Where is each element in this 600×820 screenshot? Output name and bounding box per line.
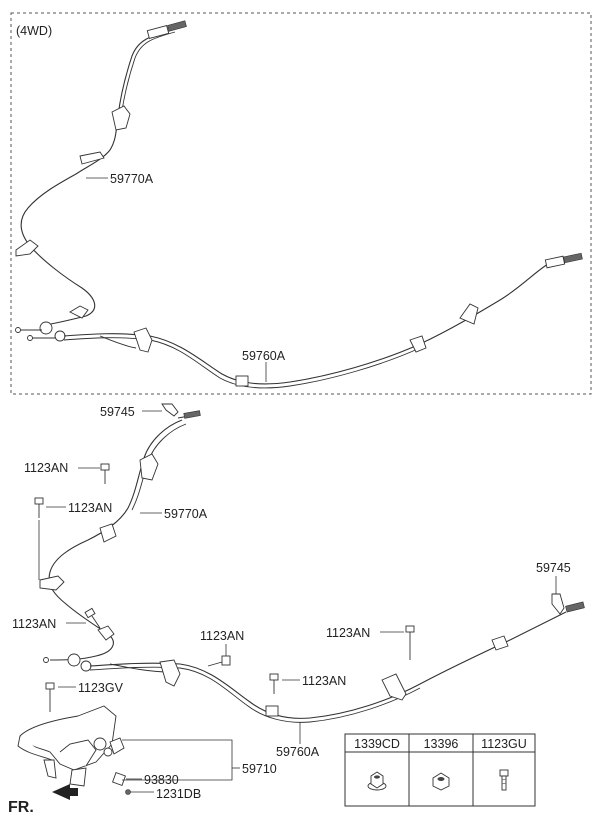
front-direction-arrow-icon: [52, 784, 78, 800]
bolt-icon: [34, 497, 44, 518]
label-1123an-d: 1123AN: [200, 629, 244, 643]
flange-nut-icon: [367, 771, 387, 791]
label-59770a: 59770A: [164, 507, 208, 521]
screw-1231db: [125, 789, 131, 795]
nut-icon: [432, 772, 450, 791]
bolt-icon: [499, 769, 509, 791]
cable-end-fitting: [146, 20, 187, 40]
label-1123an-c: 1123AN: [12, 617, 56, 631]
label-1123gv: 1123GV: [78, 681, 124, 695]
bracket-59745-left: [161, 403, 179, 417]
parts-table: 1339CD 13396 1123GU: [344, 733, 536, 807]
label-1123an-b: 1123AN: [68, 501, 112, 515]
parts-table-header-2: 13396: [424, 737, 459, 751]
parking-brake-lever: [17, 705, 125, 787]
top-cable-59760a: [63, 263, 549, 385]
top-label-59770a: 59770A: [110, 172, 154, 186]
cable-bracket: [133, 303, 479, 387]
parts-table-header-3: 1123GU: [481, 737, 527, 751]
direction-label: FR.: [8, 799, 34, 816]
bolt-icon: [207, 655, 231, 667]
bolt-icon: [45, 682, 55, 712]
bolt-icon: [405, 625, 415, 660]
cable-clip: [39, 453, 159, 672]
label-1231db: 1231DB: [156, 787, 201, 801]
bolt-icon: [100, 463, 110, 484]
label-59745-left: 59745: [100, 405, 135, 419]
bracket-59745-right: [551, 593, 565, 615]
top-label-59760a: 59760A: [242, 349, 286, 363]
bolt-icon: [269, 673, 279, 694]
bolt-icon: [84, 607, 101, 629]
parts-table-header-1: 1339CD: [354, 737, 400, 751]
cable-bracket: [159, 635, 509, 717]
variant-label: (4WD): [16, 24, 52, 38]
top-cable-59770a: [20, 29, 173, 327]
label-1123an-f: 1123AN: [326, 626, 370, 640]
label-1123an-a: 1123AN: [24, 461, 68, 475]
cable-clip: [15, 105, 131, 342]
cable-59770a: [48, 419, 183, 661]
label-93830: 93830: [144, 773, 179, 787]
label-1123an-e: 1123AN: [302, 674, 346, 688]
cable-end-fitting-right: [544, 252, 583, 269]
4wd-panel-frame: [10, 12, 592, 395]
switch-93830: [112, 772, 126, 786]
label-59760a: 59760A: [276, 745, 320, 759]
label-59745-right: 59745: [536, 561, 571, 575]
label-59710: 59710: [242, 762, 277, 776]
